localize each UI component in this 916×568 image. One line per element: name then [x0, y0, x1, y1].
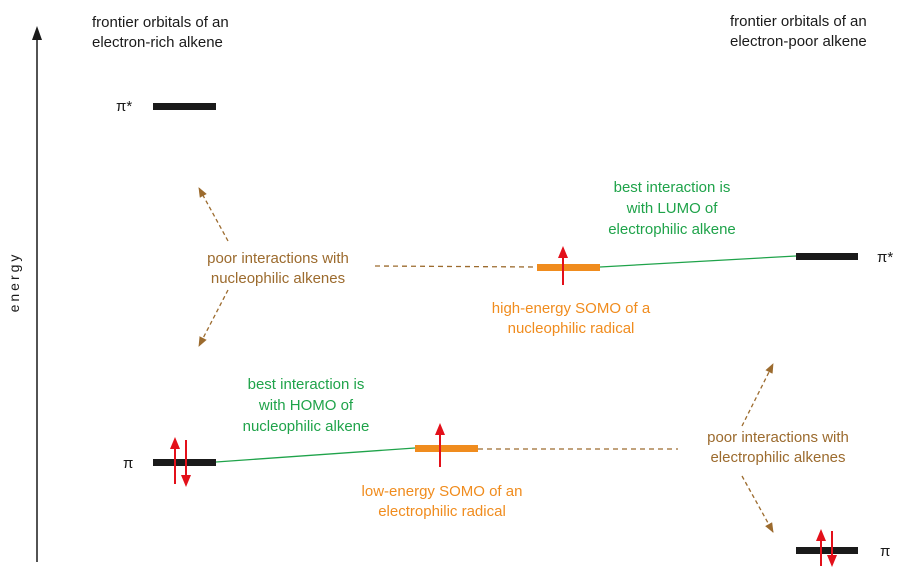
right-pi-star-label: π* — [877, 249, 893, 266]
best-homo-text-line3: nucleophilic alkene — [243, 418, 370, 435]
best-lumo-text-line2: with LUMO of — [626, 200, 719, 217]
low-somo-text-line2: electrophilic radical — [378, 503, 506, 520]
left-heading-line1: frontier orbitals of an — [92, 14, 229, 31]
poor-nuc-arrow-up — [198, 187, 229, 242]
left-pi-label: π — [123, 455, 133, 472]
left-pi-level — [153, 459, 216, 466]
right-heading-line2: electron-poor alkene — [730, 33, 867, 50]
best-lumo-text-line3: electrophilic alkene — [608, 221, 736, 238]
high-somo-electron — [558, 246, 568, 285]
somo-homo-interaction-line — [215, 447, 416, 463]
low-somo-text-line1: low-energy SOMO of an — [362, 483, 523, 500]
high-somo-text-line1: high-energy SOMO of a — [492, 300, 651, 317]
poor-elec-text-line1: poor interactions with — [707, 429, 849, 446]
low-energy-somo-level — [415, 445, 478, 452]
right-heading-line1: frontier orbitals of an — [730, 13, 867, 30]
somo-lumo-interaction-line — [599, 255, 797, 268]
best-homo-text-line2: with HOMO of — [258, 397, 354, 414]
low-somo-electron — [435, 423, 445, 467]
high-somo-text-line2: nucleophilic radical — [508, 320, 635, 337]
right-pi-level — [796, 547, 858, 554]
poor-elec-arrow-down — [741, 475, 774, 533]
left-pi-star-label: π* — [116, 98, 132, 115]
poor-nuc-dashed-connector — [374, 265, 538, 268]
best-lumo-text-line1: best interaction is — [614, 179, 731, 196]
right-pi-star-level — [796, 253, 858, 260]
poor-nuc-arrow-down — [198, 289, 229, 347]
right-pi-electron-pair — [816, 529, 837, 567]
right-pi-label: π — [880, 543, 890, 560]
left-pi-electron-pair — [170, 437, 191, 487]
best-homo-text-line1: best interaction is — [248, 376, 365, 393]
left-heading-line2: electron-rich alkene — [92, 34, 223, 51]
poor-elec-arrow-up — [741, 363, 774, 427]
poor-nuc-text-line1: poor interactions with — [207, 250, 349, 267]
poor-elec-text-line2: electrophilic alkenes — [710, 449, 845, 466]
high-energy-somo-level — [537, 264, 600, 271]
energy-axis-label: energy — [6, 252, 22, 313]
left-pi-star-level — [153, 103, 216, 110]
energy-axis-arrowhead — [32, 26, 42, 40]
poor-nuc-text-line2: nucleophilic alkenes — [211, 270, 345, 287]
